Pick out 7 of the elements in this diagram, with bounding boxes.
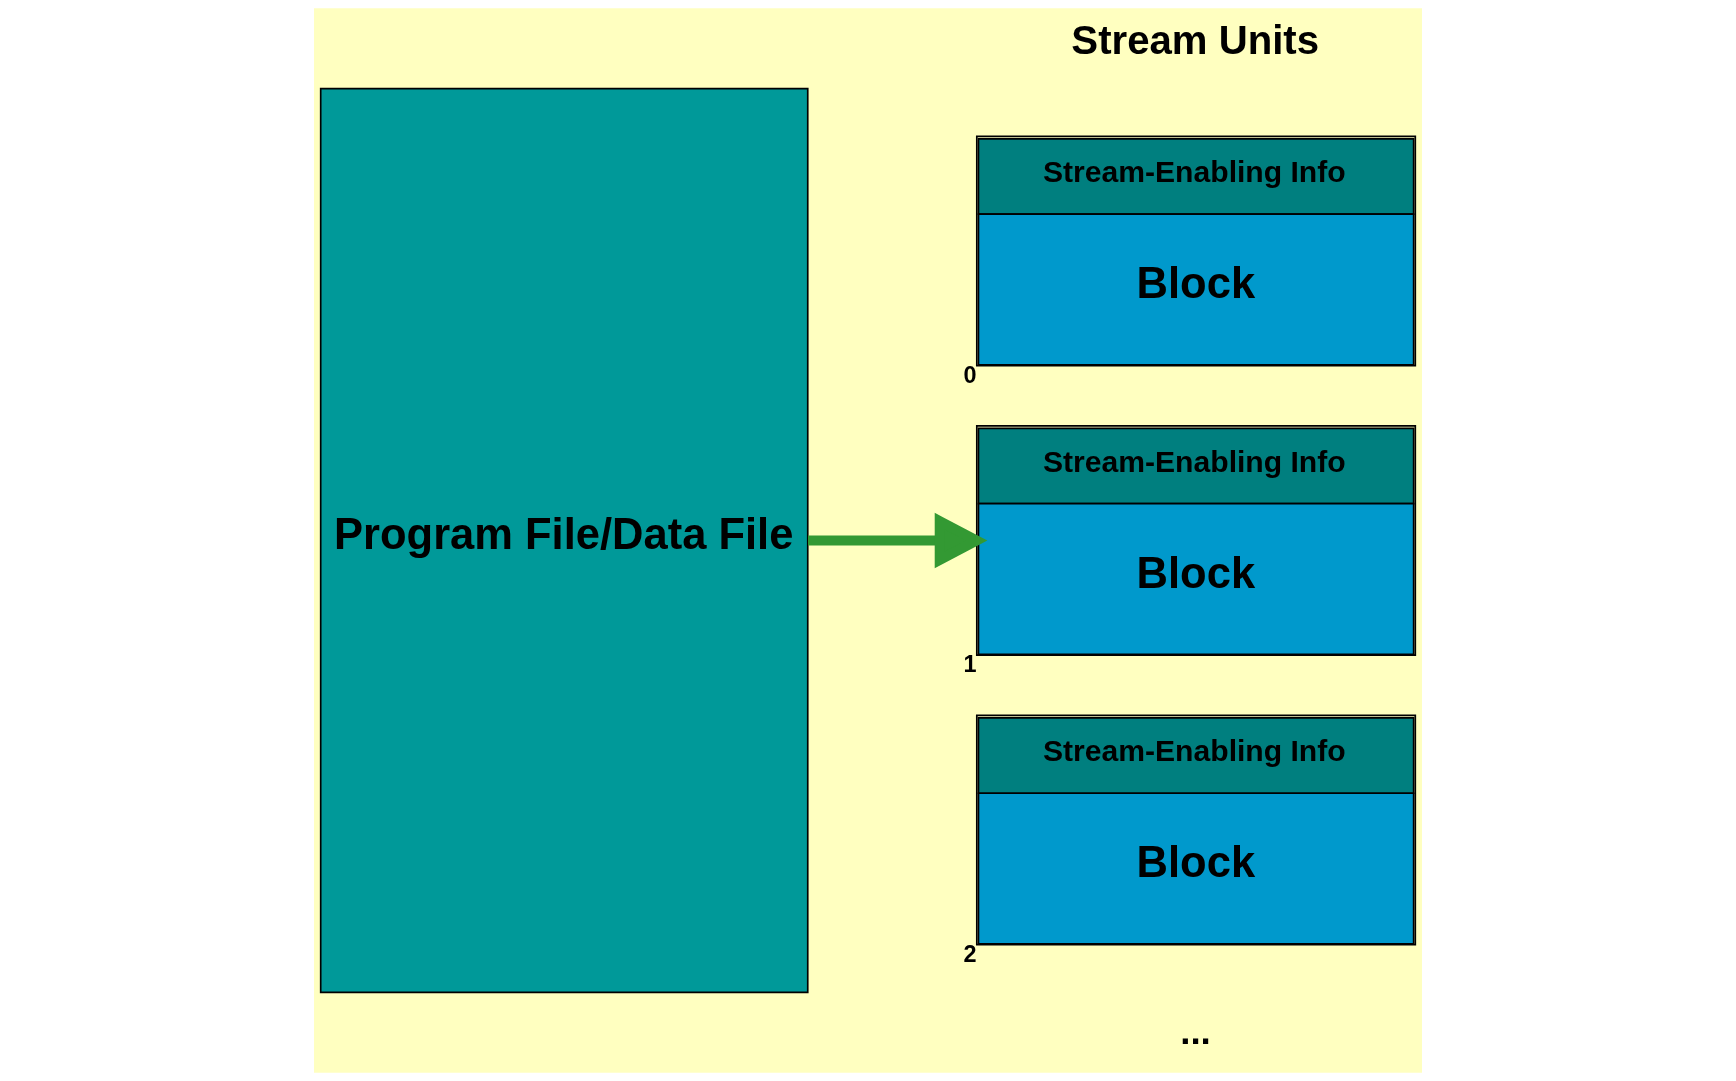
label: ... <box>1180 1010 1211 1052</box>
label: Stream Units <box>1071 17 1320 63</box>
arrow <box>808 512 988 569</box>
node-label: 1 <box>963 651 977 678</box>
node-label: 0 <box>963 361 977 388</box>
node-box: Program File/Data File <box>319 87 809 994</box>
node-label: 2 <box>963 940 977 967</box>
